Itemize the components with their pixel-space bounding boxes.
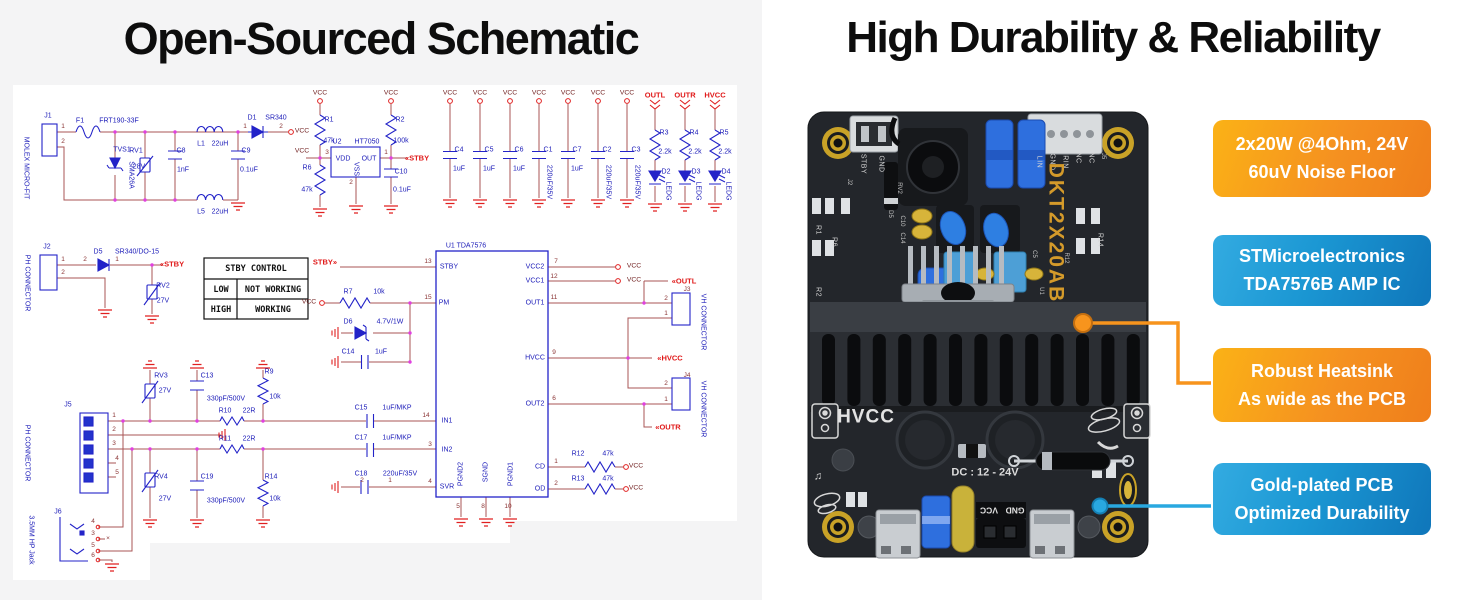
callout-connectors: [1073, 313, 1211, 515]
right-title: High Durability & Reliability: [846, 13, 1381, 62]
badge-line: Optimized Durability: [1234, 502, 1410, 523]
badge-power-specs: 2x20W @4Ohm, 24V 60uV Noise Floor: [1213, 120, 1431, 197]
badge-line: 60uV Noise Floor: [1248, 162, 1396, 182]
badge-heatsink: Robust Heatsink As wide as the PCB: [1213, 348, 1431, 422]
connector-j2: [849, 115, 899, 153]
power-capacitors: [895, 410, 1045, 470]
bottom-components: [875, 451, 1137, 559]
badge-line: Gold-plated PCB: [1250, 474, 1394, 495]
schematic-net-symbols: [95, 98, 723, 572]
badge-line: TDA7576B AMP IC: [1243, 274, 1401, 294]
pcb-render: [807, 111, 1151, 559]
left-title: Open-Sourced Schematic: [123, 13, 640, 64]
stby-control-table: [203, 257, 309, 320]
callout-dot-pcb: [1091, 497, 1109, 515]
badge-line: STMicroelectronics: [1238, 246, 1406, 267]
connector-j5: [1027, 113, 1103, 155]
silkscreen-icons: [811, 403, 1151, 515]
schematic-wires: [57, 104, 716, 562]
schematic-sheet: [13, 521, 510, 543]
callout-line-heatsink: [1092, 321, 1211, 385]
mounting-holes: [822, 127, 1134, 543]
schematic-components: [39, 114, 726, 562]
schematic-junctions: [113, 130, 646, 451]
callout-dot-heatsink: [1073, 313, 1093, 333]
badge-line: As wide as the PCB: [1237, 388, 1407, 409]
badge-line: Robust Heatsink: [1250, 360, 1394, 381]
heatsink: [810, 302, 1146, 412]
badge-gold-pcb: Gold-plated PCB Optimized Durability: [1213, 463, 1431, 535]
badge-amp-ic: STMicroelectronics TDA7576B AMP IC: [1213, 235, 1431, 306]
badge-line: 2x20W @4Ohm, 24V: [1235, 134, 1409, 155]
pot-knob: [889, 116, 968, 206]
